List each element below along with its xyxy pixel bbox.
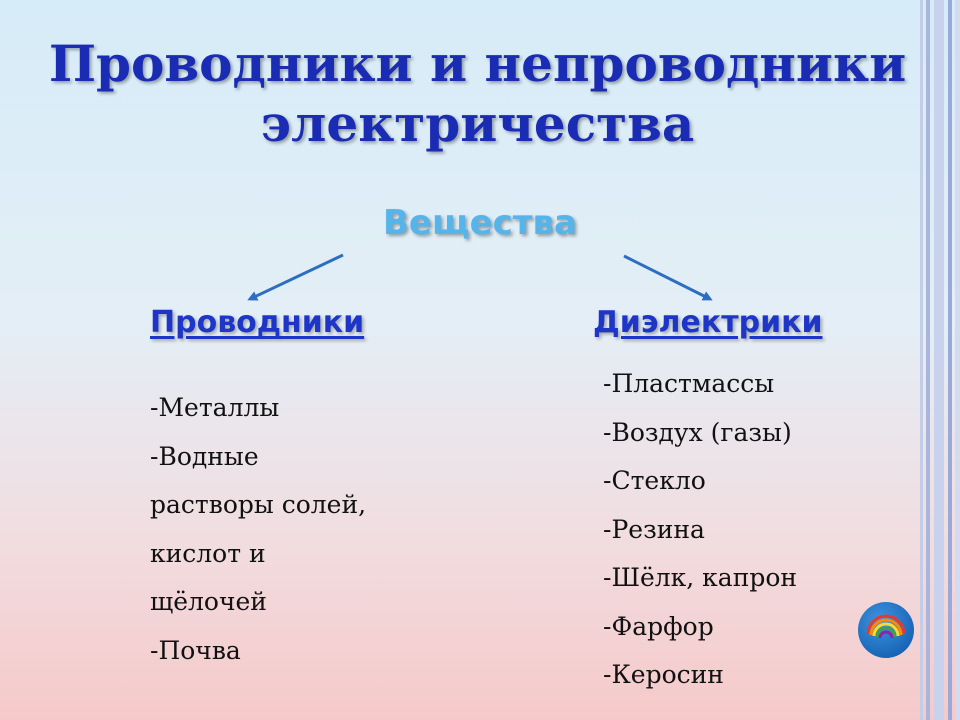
dielectrics-heading: Диэлектрики <box>593 305 823 340</box>
side-bar <box>926 0 930 720</box>
list-item: -Пластмассы <box>603 369 775 398</box>
list-item: -Почва <box>150 635 241 665</box>
subtitle: Вещества <box>383 203 577 243</box>
list-item: -Керосин <box>603 660 724 689</box>
dielectrics-list: -Пластмассы -Воздух (газы) -Стекло -Рези… <box>603 360 797 700</box>
conductors-list: -Металлы -Водные растворы солей, кислот … <box>150 384 366 675</box>
list-item: -Металлы <box>150 393 280 422</box>
rainbow-icon[interactable] <box>856 600 916 660</box>
title-line-1: Проводники и непроводники <box>48 34 907 93</box>
list-item: растворы солей, <box>150 490 367 519</box>
list-item: -Резина <box>603 514 705 544</box>
title-line-2: электричества <box>260 94 695 153</box>
list-item: -Шёлк, капрон <box>603 563 798 592</box>
list-item: кислот и <box>150 538 266 568</box>
side-bar <box>948 0 952 720</box>
list-item: -Стекло <box>603 466 706 495</box>
arrow-right-icon <box>623 254 713 301</box>
arrow-left-icon <box>247 253 344 301</box>
list-item: щёлочей <box>150 587 267 616</box>
list-item: -Водные <box>150 441 259 471</box>
side-bar <box>955 0 960 720</box>
side-bar <box>934 0 944 720</box>
slide-title: Проводники и непроводники электричества <box>40 34 915 154</box>
conductors-heading: Проводники <box>150 305 365 340</box>
list-item: -Фарфор <box>603 611 714 641</box>
list-item: -Воздух (газы) <box>603 417 792 447</box>
side-bar <box>920 0 923 720</box>
decorative-side-bars <box>920 0 960 720</box>
